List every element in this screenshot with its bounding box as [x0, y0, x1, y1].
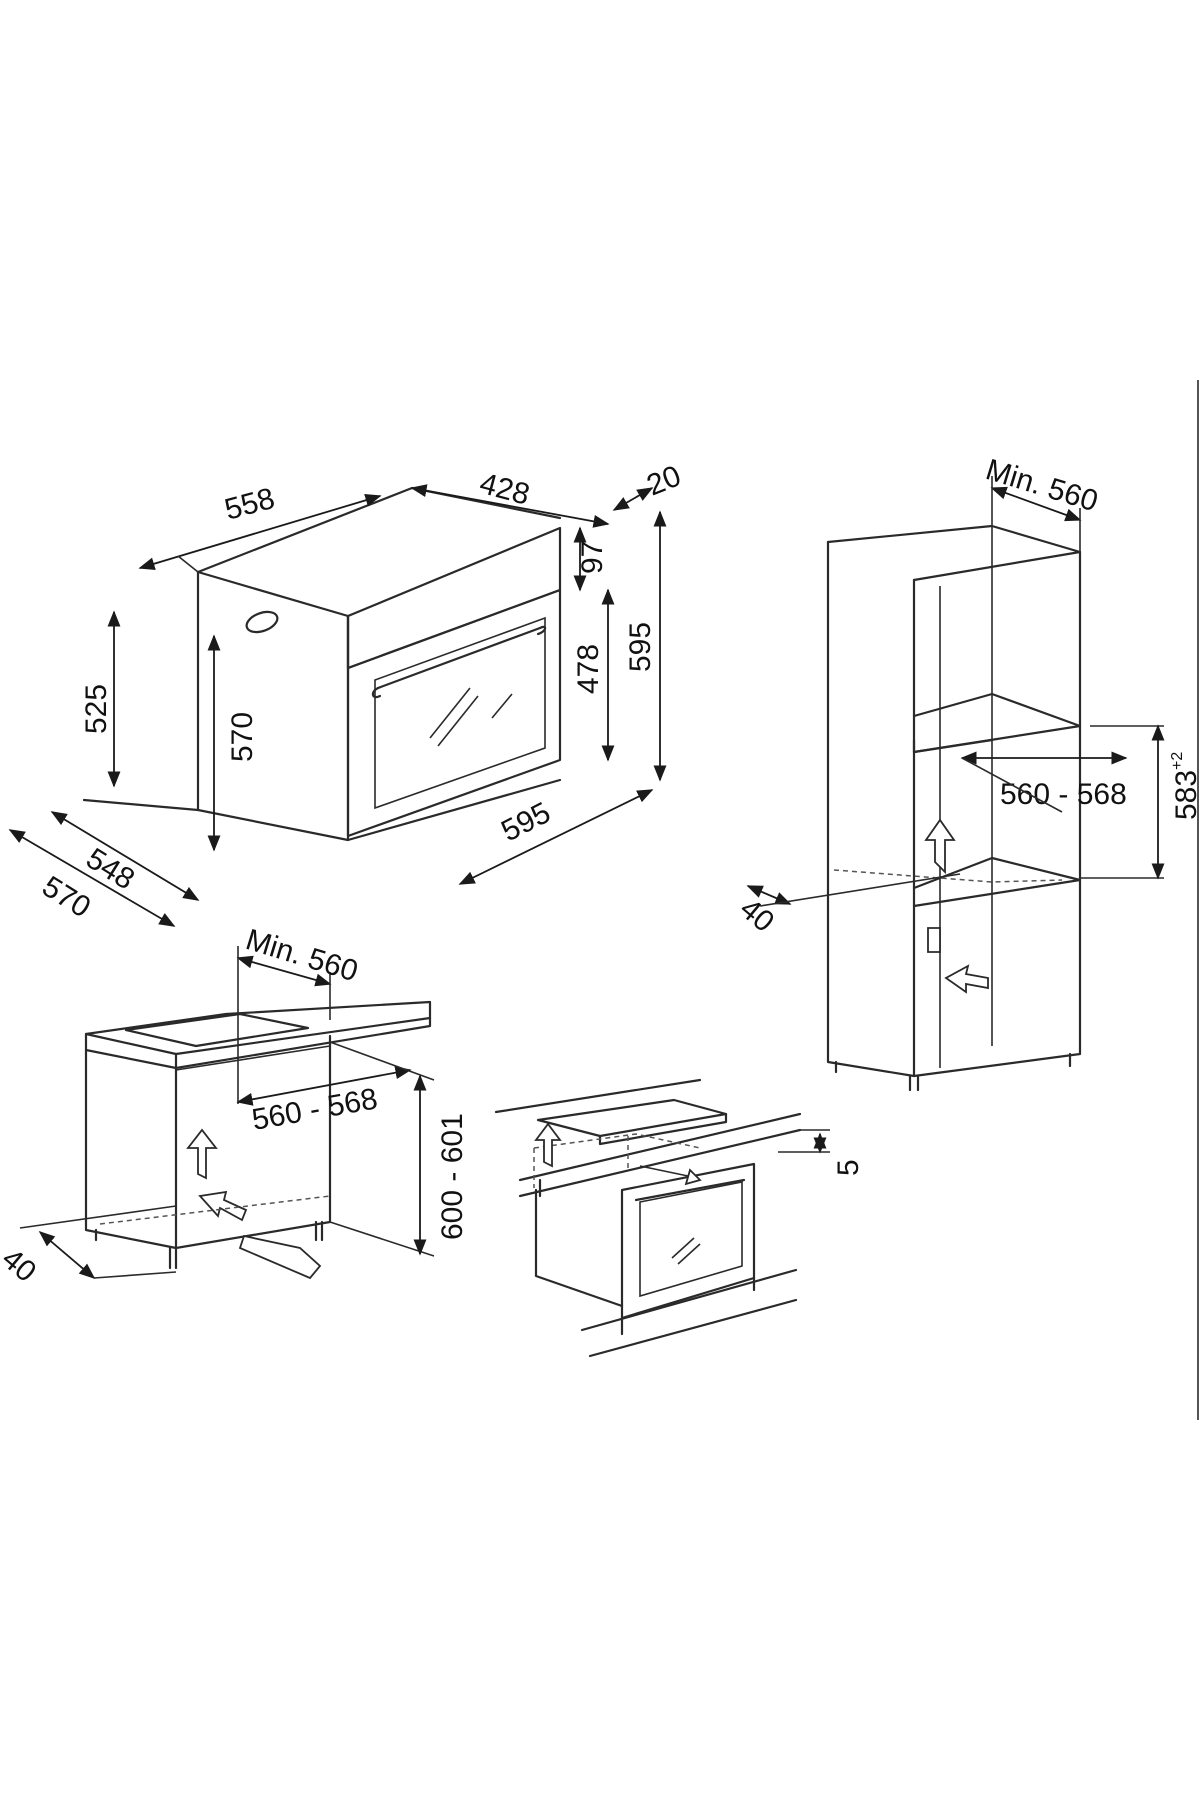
dim-558: 558 — [221, 482, 278, 527]
tall-cabinet-drawing: Min. 560 560 - 568 583 +2 40 — [734, 453, 1200, 1092]
hob-gap-5: 5 — [832, 1159, 865, 1176]
base-min-560: Min. 560 — [242, 923, 362, 988]
base-gap-40: 40 — [0, 1242, 42, 1289]
dim-525: 525 — [80, 684, 113, 734]
dim-595-vertical: 595 — [624, 622, 657, 672]
base-cabinet-drawing: Min. 560 560 - 568 600 - 601 40 — [0, 923, 469, 1289]
base-range-560-568: 560 - 568 — [249, 1082, 380, 1137]
dim-20: 20 — [642, 459, 685, 502]
tall-height-sup: +2 — [1169, 752, 1186, 770]
dim-570-vertical: 570 — [226, 712, 259, 762]
dim-97: 97 — [576, 541, 609, 574]
dim-478: 478 — [572, 644, 605, 694]
dim-595-horizontal: 595 — [496, 796, 556, 848]
oven-drawing: 558 428 20 97 478 595 525 570 595 548 57… — [8, 459, 686, 927]
dim-428: 428 — [476, 467, 533, 512]
tall-height-583: 583 — [1170, 770, 1200, 820]
tall-gap-40: 40 — [734, 892, 781, 939]
tall-range-560-568: 560 - 568 — [1000, 778, 1127, 811]
dim-570-horizontal: 570 — [36, 870, 96, 925]
hob-cabinet-drawing: 5 — [494, 1078, 865, 1358]
base-height-600-601: 600 - 601 — [436, 1113, 469, 1240]
tall-min-560: Min. 560 — [982, 453, 1102, 518]
